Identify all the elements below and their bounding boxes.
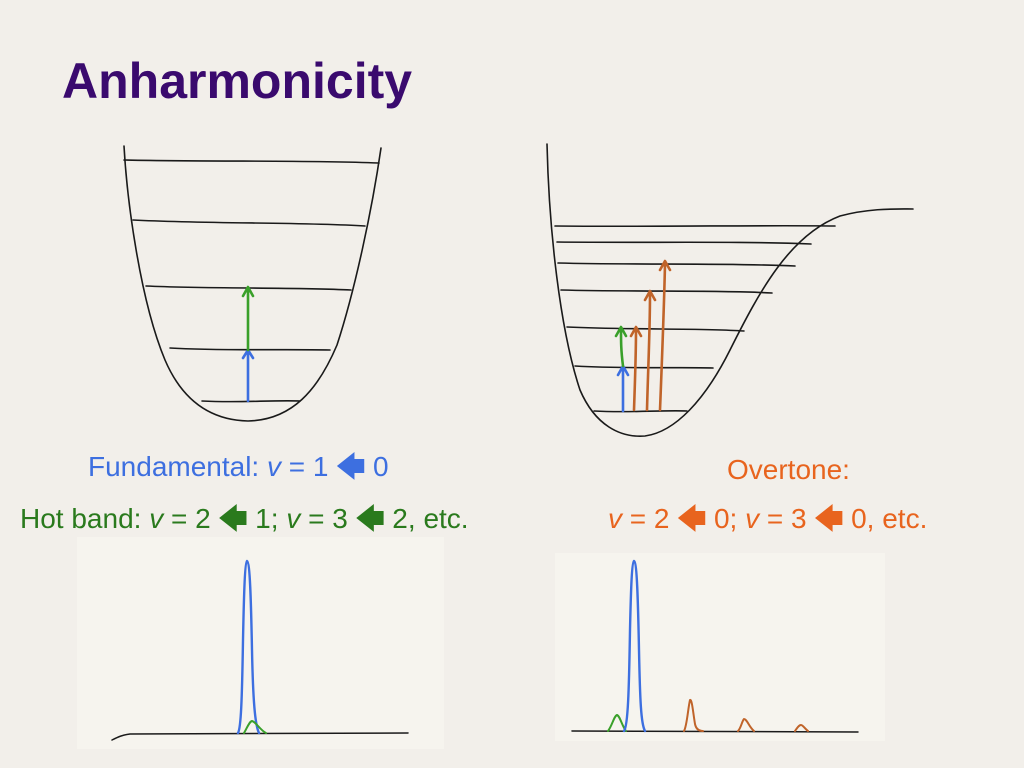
fundamental-equation: = 1 bbox=[281, 451, 337, 482]
morse-level-2 bbox=[574, 365, 714, 369]
morse-level-4 bbox=[560, 289, 773, 294]
fundamental-prefix: Fundamental: bbox=[88, 451, 267, 482]
left-arrow-icon: 🡄 bbox=[355, 503, 385, 534]
fundamental-arrow bbox=[241, 348, 255, 403]
right-fundamental-peak bbox=[622, 559, 647, 733]
harmonic-transition-arrows bbox=[241, 285, 255, 403]
hot-band-label: Hot band: v = 2 🡄 1; v = 3 🡄 2, etc. bbox=[20, 498, 469, 546]
overtone-part-4: 0, etc. bbox=[843, 503, 928, 534]
hot-band-part-4: 2, etc. bbox=[384, 503, 469, 534]
left-arrow-icon: 🡄 bbox=[336, 451, 366, 482]
morse-well-curve bbox=[546, 143, 914, 437]
morse-hot-band-arrow bbox=[614, 325, 628, 368]
left-arrow-icon: 🡄 bbox=[218, 503, 248, 534]
left-arrow-icon: 🡄 bbox=[814, 503, 844, 534]
overtone-part-3: = 3 bbox=[759, 503, 815, 534]
morse-level-6 bbox=[556, 241, 812, 245]
hot-band-v-symbol-2: v bbox=[286, 503, 301, 534]
harmonic-well-curve bbox=[123, 145, 382, 422]
harmonic-level-5 bbox=[123, 159, 380, 164]
morse-level-1 bbox=[593, 410, 688, 413]
overtone-arrow-3-0 bbox=[643, 289, 657, 412]
overtone-part-1: = 2 bbox=[622, 503, 678, 534]
left-spectrum-baseline bbox=[111, 732, 409, 741]
fundamental-v-symbol: v bbox=[267, 451, 281, 482]
harmonic-level-2 bbox=[169, 347, 331, 351]
right-hot-band-peak bbox=[607, 714, 627, 732]
hot-band-part-2: 1; bbox=[247, 503, 287, 534]
fundamental-label: Fundamental: v = 1 🡄 0 bbox=[88, 446, 389, 494]
left-hot-band-peak bbox=[243, 720, 267, 734]
left-arrow-icon: 🡄 bbox=[677, 503, 707, 534]
right-overtone-peak-2 bbox=[737, 718, 755, 732]
right-spectrum-panel bbox=[555, 553, 885, 741]
harmonic-level-1 bbox=[201, 400, 301, 403]
overtone-v-symbol-1: v bbox=[608, 503, 622, 534]
morse-level-5 bbox=[557, 262, 796, 267]
overtone-arrow-2-0 bbox=[629, 325, 643, 412]
morse-fundamental-arrow bbox=[616, 364, 630, 413]
hot-band-part-3: = 3 bbox=[300, 503, 356, 534]
harmonic-level-4 bbox=[132, 219, 366, 227]
left-spectrum bbox=[111, 559, 409, 741]
morse-level-3 bbox=[566, 326, 745, 332]
harmonic-potential-diagram bbox=[123, 145, 382, 422]
morse-level-7 bbox=[554, 224, 836, 228]
hot-band-part-1: = 2 bbox=[163, 503, 219, 534]
right-overtone-peak-1 bbox=[683, 698, 704, 732]
overtone-heading: Overtone: bbox=[727, 454, 850, 485]
hot-band-v-symbol-1: v bbox=[149, 503, 164, 534]
right-spectrum-baseline bbox=[571, 730, 859, 733]
overtone-arrow-4-0 bbox=[658, 259, 672, 412]
hot-band-arrow bbox=[241, 285, 255, 352]
anharmonic-potential-diagram bbox=[546, 143, 914, 437]
overtone-label: v = 2 🡄 0; v = 3 🡄 0, etc. bbox=[608, 498, 927, 546]
anharmonic-transition-arrows bbox=[614, 259, 672, 413]
right-overtone-peak-3 bbox=[794, 724, 809, 732]
left-spectrum-panel bbox=[77, 537, 444, 749]
hot-band-prefix: Hot band: bbox=[20, 503, 150, 534]
left-fundamental-peak bbox=[236, 559, 261, 735]
right-spectrum bbox=[571, 559, 859, 733]
page-title: Anharmonicity bbox=[62, 53, 413, 109]
fundamental-tail: 0 bbox=[365, 451, 389, 482]
overtone-part-2: 0; bbox=[706, 503, 746, 534]
overtone-v-symbol-2: v bbox=[745, 503, 760, 534]
